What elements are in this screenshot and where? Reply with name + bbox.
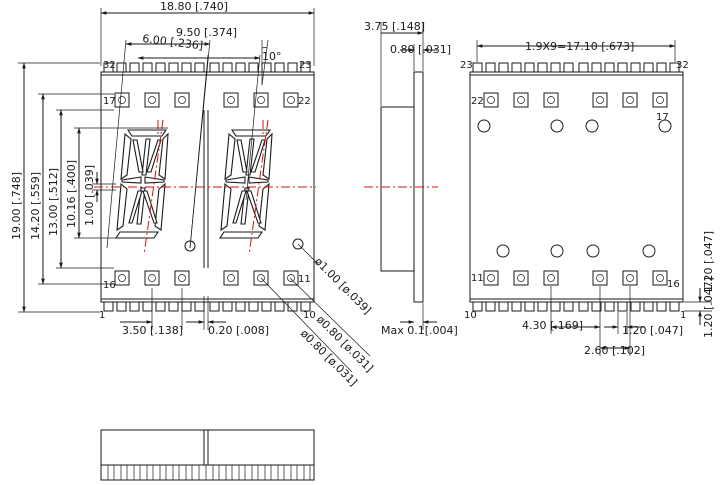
side-lens-body (380, 106, 415, 272)
pin-span-label: 1.9X9=17.10 [.673] (525, 40, 634, 53)
gap-label: 0.20 [.008] (208, 324, 269, 337)
pin-label: 10 (303, 310, 316, 321)
dp-diameter-label: ø1.00 [ø.039] (312, 255, 374, 317)
bottom-pad-ticks (107, 465, 311, 480)
overall-height-label: 19.00 [.748] (10, 172, 23, 240)
back-body-outline (469, 71, 684, 303)
window-height-label: 14.20 [.559] (29, 172, 42, 240)
pin-label: 32 (103, 60, 116, 71)
pin-label: 10 (464, 310, 477, 321)
pin-label: 1 (99, 310, 105, 321)
bottom-view (100, 429, 315, 481)
pad-pitch-label: 4.30 [.169] (522, 319, 583, 332)
pin-label: 16 (667, 279, 680, 290)
back-view (469, 40, 712, 356)
pin-label: 17 (656, 112, 669, 123)
digit-1 (115, 129, 169, 239)
pin-label: 22 (298, 96, 311, 107)
front-bottom-pads (103, 302, 311, 312)
depth-label: 3.75 [.148] (364, 20, 425, 33)
segment-width-label: 1.00 [.039] (83, 165, 96, 226)
pin-label: 17 (103, 96, 116, 107)
body-height-label: 13.00 [.512] (47, 168, 60, 236)
char-height-label: 10.16 [.400] (65, 160, 78, 228)
digit-2 (219, 129, 273, 239)
pin-label: 23 (299, 60, 312, 71)
front-view (18, 8, 371, 373)
pad-length-label-right: 1.20 [.047] (702, 231, 715, 292)
pin-label: 23 (460, 60, 473, 71)
pin-label: 11 (471, 273, 484, 284)
max-tolerance-label: Max 0.1[.004] (381, 324, 458, 337)
back-top-pads (472, 62, 680, 72)
decimal-point-2 (292, 238, 304, 250)
pin-label: 22 (471, 96, 484, 107)
back-inner-pads (483, 92, 668, 286)
back-bottom-pads (472, 302, 680, 312)
overall-width-label: 18.80 [.740] (160, 0, 228, 13)
pin-label: 11 (298, 274, 311, 285)
pad-spacing-label: 2.60 [.102] (584, 344, 645, 357)
side-view (364, 22, 438, 330)
slant-angle-label: 10° (262, 50, 282, 63)
pin-label: 16 (103, 280, 116, 291)
pad-length-label-lower: 1.20 [.047] (702, 277, 715, 338)
front-centerlines (94, 119, 316, 256)
pin-label: 1 (680, 310, 686, 321)
decimal-point-1 (184, 240, 196, 252)
back-mounting-holes (477, 119, 672, 258)
pin-label: 32 (676, 60, 689, 71)
front-top-pads (103, 62, 311, 72)
pcb-thickness-label: 0.80 [.031] (390, 43, 451, 56)
digit-pitch-label: 9.50 [.374] (176, 26, 237, 39)
front-inner-pads (114, 92, 299, 286)
pad-offset-label: 3.50 [.138] (122, 324, 183, 337)
pad-width-label: 1.20 [.047] (622, 324, 683, 337)
